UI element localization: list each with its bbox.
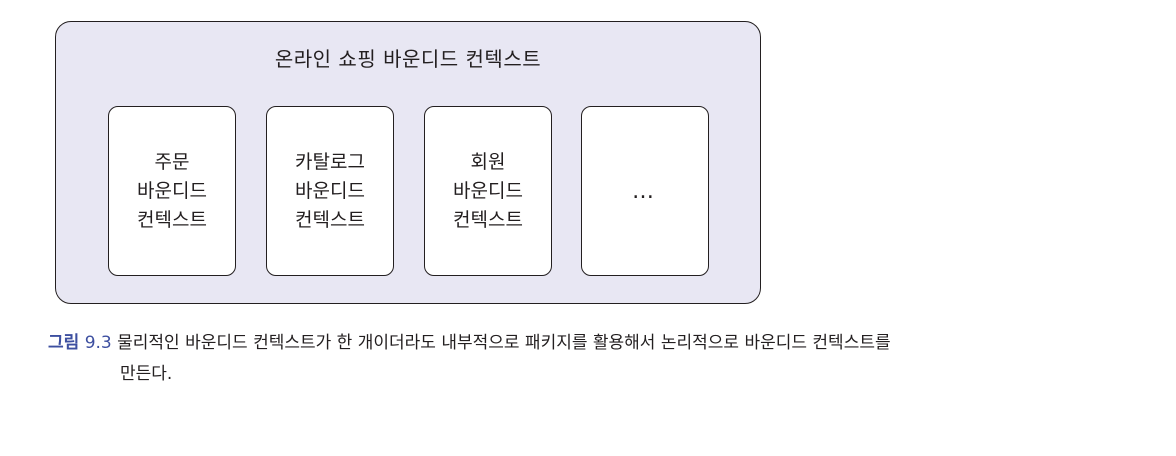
- outer-context-title: 온라인 쇼핑 바운디드 컨텍스트: [274, 47, 542, 71]
- box-label-line: 바운디드: [453, 179, 523, 202]
- box-label-line: 컨텍스트: [137, 208, 207, 231]
- caption-number: 9.3: [84, 333, 112, 353]
- more-contexts-box: …: [581, 106, 709, 276]
- box-label-line: 컨텍스트: [295, 208, 365, 231]
- caption-text-line1: 물리적인 바운디드 컨텍스트가 한 개이더라도 내부적으로 패키지를 활용해서 …: [117, 333, 891, 353]
- member-context-box: 회원 바운디드 컨텍스트: [424, 106, 552, 276]
- catalog-context-box: 카탈로그 바운디드 컨텍스트: [266, 106, 394, 276]
- caption-label: 그림: [48, 333, 80, 353]
- online-shopping-context-box: 온라인 쇼핑 바운디드 컨텍스트 주문 바운디드 컨텍스트 카탈로그 바운디드 …: [55, 21, 761, 304]
- order-context-box: 주문 바운디드 컨텍스트: [108, 106, 236, 276]
- box-label-line: 컨텍스트: [453, 208, 523, 231]
- caption-text-line2: 만든다.: [120, 364, 173, 384]
- box-label-line: 바운디드: [137, 179, 207, 202]
- box-label-line: 바운디드: [295, 179, 365, 202]
- ellipsis-label: …: [632, 178, 658, 204]
- box-label-line: 회원: [470, 150, 506, 173]
- box-label-line: 카탈로그: [295, 150, 365, 173]
- figure-caption: 그림 9.3 물리적인 바운디드 컨텍스트가 한 개이더라도 내부적으로 패키지…: [48, 328, 1148, 390]
- box-label-line: 주문: [154, 150, 190, 173]
